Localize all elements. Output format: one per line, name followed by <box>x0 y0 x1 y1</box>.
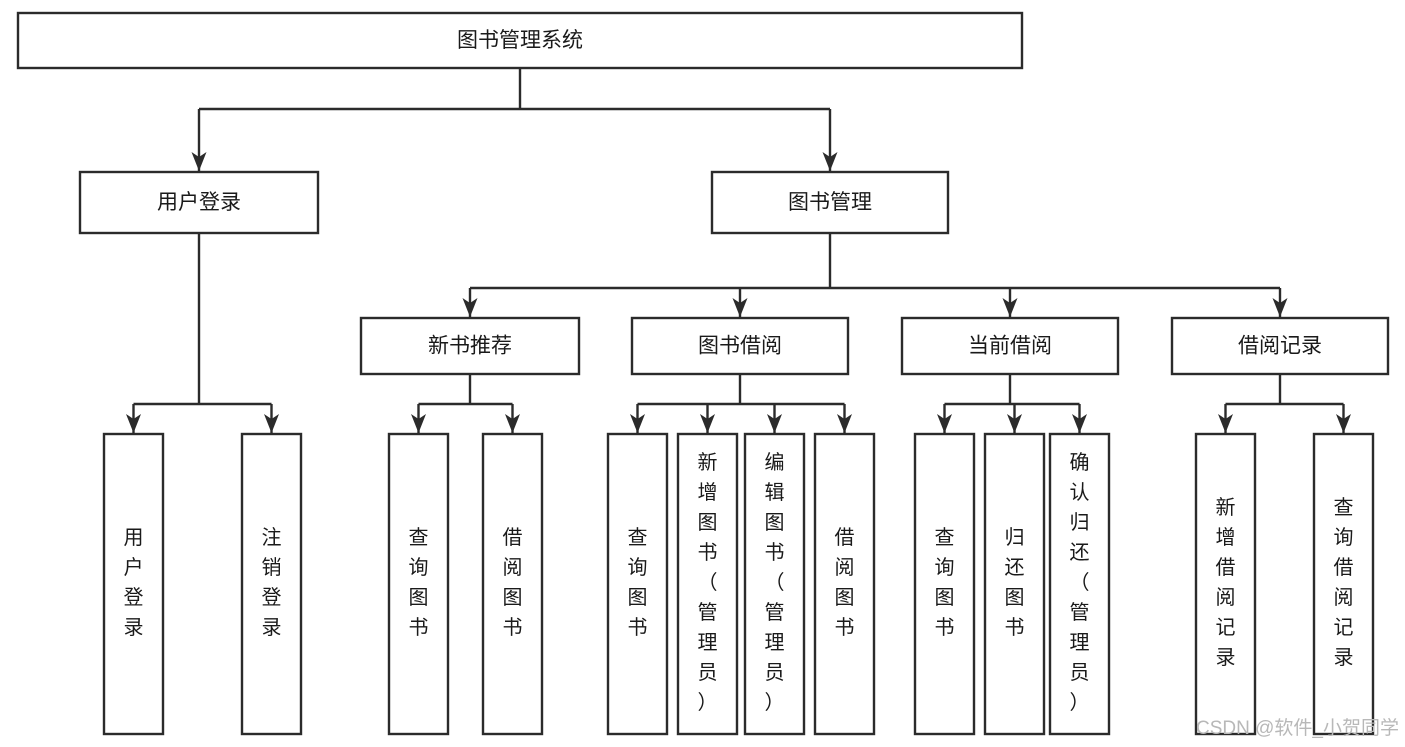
node-leaf-query-record[interactable]: 查询借阅记录 <box>1312 432 1375 736</box>
node-label-new-book-recommend: 新书推荐 <box>428 335 512 358</box>
node-label-leaf-borrow-book-2: 借阅图书 <box>835 526 855 639</box>
node-label-user-login: 用户登录 <box>157 191 241 214</box>
connector-group-book-borrow <box>630 374 852 433</box>
node-box-leaf-query-book-3[interactable] <box>913 432 976 736</box>
node-current-borrow[interactable]: 当前借阅 <box>900 316 1120 376</box>
connector-group-borrow-record <box>1218 374 1351 433</box>
connector-group-new-book-recommend <box>411 374 520 433</box>
node-box-current-borrow[interactable] <box>900 316 1120 376</box>
node-box-leaf-confirm-return[interactable] <box>1048 432 1111 736</box>
node-leaf-borrow-book-1[interactable]: 借阅图书 <box>481 432 544 736</box>
node-leaf-user-logout[interactable]: 注销登录 <box>240 432 303 736</box>
node-box-root[interactable] <box>16 11 1024 70</box>
node-book-manage[interactable]: 图书管理 <box>710 170 950 235</box>
node-box-leaf-borrow-book-1[interactable] <box>481 432 544 736</box>
node-leaf-edit-book[interactable]: 编辑图书（管理员） <box>743 432 806 736</box>
node-label-leaf-user-logout: 注销登录 <box>262 526 282 639</box>
node-box-leaf-query-book-1[interactable] <box>387 432 450 736</box>
node-new-book-recommend[interactable]: 新书推荐 <box>359 316 581 376</box>
node-box-leaf-edit-book[interactable] <box>743 432 806 736</box>
node-box-leaf-user-login[interactable] <box>102 432 165 736</box>
connector-group-current-borrow <box>937 374 1087 433</box>
node-box-user-login[interactable] <box>78 170 320 235</box>
node-label-book-manage: 图书管理 <box>788 191 872 214</box>
node-leaf-query-book-1[interactable]: 查询图书 <box>387 432 450 736</box>
node-box-new-book-recommend[interactable] <box>359 316 581 376</box>
node-label-leaf-return-book: 归还图书 <box>1005 526 1025 639</box>
connector-group-book-manage <box>462 233 1288 317</box>
node-box-leaf-query-book-2[interactable] <box>606 432 669 736</box>
node-label-leaf-edit-book: 编辑图书（管理员） <box>765 451 785 714</box>
node-label-book-borrow: 图书借阅 <box>698 335 782 358</box>
node-box-leaf-return-book[interactable] <box>983 432 1046 736</box>
node-label-borrow-record: 借阅记录 <box>1238 335 1322 358</box>
node-label-leaf-query-book-1: 查询图书 <box>409 526 429 639</box>
node-user-login[interactable]: 用户登录 <box>78 170 320 235</box>
node-leaf-borrow-book-2[interactable]: 借阅图书 <box>813 432 876 736</box>
node-leaf-return-book[interactable]: 归还图书 <box>983 432 1046 736</box>
node-box-borrow-record[interactable] <box>1170 316 1390 376</box>
node-box-leaf-user-logout[interactable] <box>240 432 303 736</box>
node-box-book-manage[interactable] <box>710 170 950 235</box>
node-box-leaf-borrow-book-2[interactable] <box>813 432 876 736</box>
node-leaf-query-book-2[interactable]: 查询图书 <box>606 432 669 736</box>
node-label-leaf-borrow-book-1: 借阅图书 <box>503 526 523 639</box>
node-leaf-query-book-3[interactable]: 查询图书 <box>913 432 976 736</box>
connector-group-user-login <box>126 233 279 433</box>
node-label-leaf-query-record: 查询借阅记录 <box>1334 496 1354 669</box>
node-root[interactable]: 图书管理系统 <box>16 11 1024 70</box>
node-label-root: 图书管理系统 <box>457 29 583 52</box>
node-box-leaf-query-record[interactable] <box>1312 432 1375 736</box>
connector-group-root <box>191 68 838 171</box>
node-box-leaf-add-record[interactable] <box>1194 432 1257 736</box>
node-leaf-user-login[interactable]: 用户登录 <box>102 432 165 736</box>
node-leaf-add-book[interactable]: 新增图书（管理员） <box>676 432 739 736</box>
node-book-borrow[interactable]: 图书借阅 <box>630 316 850 376</box>
node-layer: 图书管理系统用户登录图书管理新书推荐图书借阅当前借阅借阅记录用户登录注销登录查询… <box>16 11 1390 736</box>
watermark: CSDN @软件_小贺同学 <box>1196 717 1399 739</box>
node-leaf-confirm-return[interactable]: 确认归还（管理员） <box>1048 432 1111 736</box>
node-leaf-add-record[interactable]: 新增借阅记录 <box>1194 432 1257 736</box>
node-label-leaf-query-book-3: 查询图书 <box>935 526 955 639</box>
node-borrow-record[interactable]: 借阅记录 <box>1170 316 1390 376</box>
node-label-leaf-user-login: 用户登录 <box>124 527 144 639</box>
node-box-book-borrow[interactable] <box>630 316 850 376</box>
node-label-leaf-query-book-2: 查询图书 <box>628 526 648 639</box>
node-label-current-borrow: 当前借阅 <box>968 335 1052 358</box>
node-box-leaf-add-book[interactable] <box>676 432 739 736</box>
node-label-leaf-add-book: 新增图书（管理员） <box>698 451 718 714</box>
connector-layer <box>126 68 1351 433</box>
node-label-leaf-add-record: 新增借阅记录 <box>1216 496 1236 669</box>
node-label-leaf-confirm-return: 确认归还（管理员） <box>1070 451 1090 714</box>
